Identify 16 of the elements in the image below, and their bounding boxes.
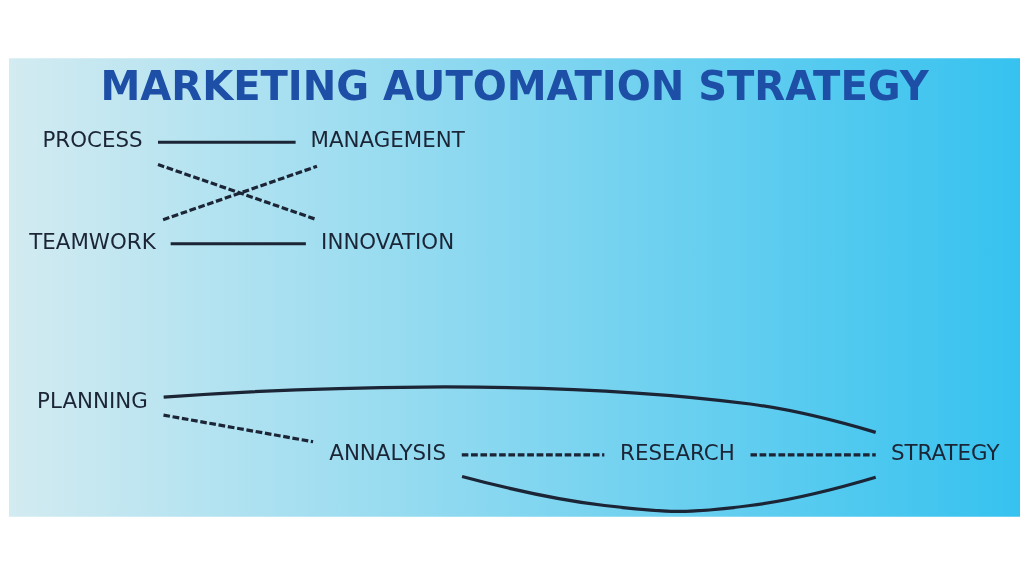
node-text: RESEARCH [619, 439, 735, 465]
connector [163, 384, 876, 434]
node-text: ANNALYSIS [328, 439, 446, 465]
connector [750, 452, 876, 456]
node-text: TEAMWORK [28, 228, 156, 254]
connector [162, 413, 313, 443]
diagram-title: MARKETING AUTOMATION STRATEGY [99, 62, 929, 109]
node-text: INNOVATION [320, 228, 454, 254]
node-text: PROCESS [41, 126, 142, 152]
node-text: MANAGEMENT [309, 126, 465, 152]
node-text: STRATEGY [890, 439, 1000, 465]
connector [170, 241, 306, 245]
node-text: PLANNING [36, 387, 148, 413]
connector [157, 140, 296, 144]
connector [461, 452, 604, 456]
connector [461, 474, 876, 513]
